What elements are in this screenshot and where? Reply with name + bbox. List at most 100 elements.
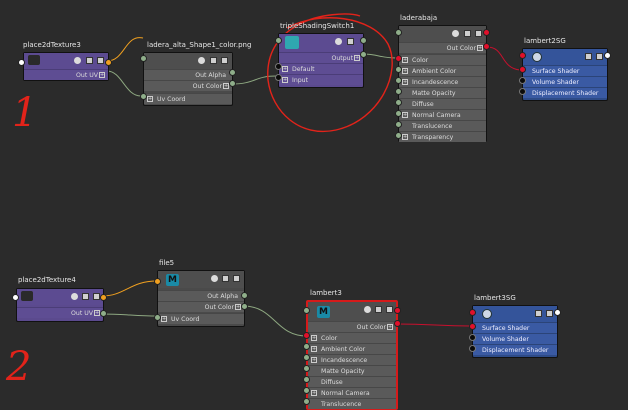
expand-attr-icon[interactable]: +	[402, 79, 408, 85]
attr-row-out-alpha[interactable]: Out Alpha	[144, 69, 232, 80]
attr-row-translucence[interactable]: Translucence	[399, 120, 486, 131]
attr-row-color[interactable]: +Color	[308, 332, 396, 343]
input-port-incandescence[interactable]	[395, 77, 402, 84]
input-port-default[interactable]	[275, 63, 282, 70]
output-port-out-color[interactable]	[394, 320, 401, 327]
expand-icon[interactable]	[596, 53, 603, 60]
expand-attr-icon[interactable]: +	[282, 77, 288, 83]
expand-attr-icon[interactable]: +	[223, 83, 229, 89]
swatch-toggle-icon[interactable]	[198, 57, 205, 64]
expand-icon[interactable]	[386, 306, 393, 313]
expand-attr-icon[interactable]: +	[311, 390, 317, 396]
attr-row-ambient-color[interactable]: +Ambient Color	[399, 65, 486, 76]
input-port-normal[interactable]	[395, 110, 402, 117]
output-port[interactable]	[105, 59, 112, 66]
output-port[interactable]	[394, 307, 401, 314]
node-body[interactable]: M Out Color + +Color +Ambient Color +Inc…	[306, 300, 398, 410]
node-body[interactable]: Output + + Default + Input	[278, 33, 364, 88]
input-port[interactable]	[395, 29, 402, 36]
attr-row-output[interactable]: Output +	[279, 52, 363, 63]
attr-row-surface-shader[interactable]: Surface Shader	[473, 322, 557, 333]
swatch-toggle-icon[interactable]	[335, 38, 342, 45]
attr-row-surface-shader[interactable]: Surface Shader	[523, 65, 607, 76]
attr-row-default[interactable]: + Default	[279, 63, 363, 74]
expand-icon[interactable]	[546, 310, 553, 317]
expand-icon[interactable]	[93, 293, 100, 300]
input-port[interactable]	[469, 309, 476, 316]
collapse-icon[interactable]	[375, 306, 382, 313]
expand-attr-icon[interactable]: +	[311, 335, 317, 341]
node-lambert3[interactable]: lambert3 M Out Color + +Color +Ambient C…	[303, 289, 401, 410]
input-port-normal[interactable]	[303, 387, 310, 394]
attr-row-translucence[interactable]: Translucence	[308, 398, 396, 409]
input-port-displacement[interactable]	[519, 88, 526, 95]
attr-row-out-color[interactable]: Out Color +	[308, 321, 396, 332]
output-port[interactable]	[100, 294, 107, 301]
output-port-alpha[interactable]	[241, 292, 248, 299]
input-port[interactable]	[303, 307, 310, 314]
input-port[interactable]	[18, 59, 25, 66]
attr-row-matte-opacity[interactable]: Matte Opacity	[308, 365, 396, 376]
attr-row-diffuse[interactable]: Diffuse	[308, 376, 396, 387]
expand-icon[interactable]	[233, 275, 240, 282]
node-body[interactable]: Surface Shader Volume Shader Displacemen…	[472, 305, 558, 358]
input-port-matte[interactable]	[303, 365, 310, 372]
input-port[interactable]	[154, 278, 161, 285]
node-file5[interactable]: file5 M Out Alpha Out Color + + Uv Coord	[154, 259, 248, 327]
input-port-volume[interactable]	[519, 77, 526, 84]
attr-row-displacement-shader[interactable]: Displacement Shader	[473, 344, 557, 355]
output-port[interactable]	[360, 37, 367, 44]
attr-row-color[interactable]: +Color	[399, 54, 486, 65]
swatch-toggle-icon[interactable]	[74, 57, 81, 64]
attr-row-matte-opacity[interactable]: Matte Opacity	[399, 87, 486, 98]
output-port-color[interactable]	[241, 303, 248, 310]
attr-row-transparency[interactable]: +Transparency	[399, 131, 486, 142]
attr-row-normal-camera[interactable]: +Normal Camera	[308, 387, 396, 398]
node-body[interactable]: M Out Alpha Out Color + + Uv Coord	[157, 270, 245, 327]
input-port[interactable]	[519, 52, 526, 59]
output-port-out-color[interactable]	[483, 43, 490, 50]
expand-attr-icon[interactable]: +	[99, 72, 105, 78]
attr-row-displacement-shader[interactable]: Displacement Shader	[523, 87, 607, 98]
expand-attr-icon[interactable]: +	[354, 55, 360, 61]
input-port[interactable]	[140, 55, 147, 62]
attr-row-uv-coord[interactable]: + Uv Coord	[144, 93, 232, 104]
collapse-icon[interactable]	[464, 30, 471, 37]
attr-row-volume-shader[interactable]: Volume Shader	[523, 76, 607, 87]
input-port-translucence[interactable]	[395, 121, 402, 128]
node-body[interactable]: Out Color + +Color +Ambient Color +Incan…	[398, 25, 487, 142]
attr-row-out-color[interactable]: Out Color +	[144, 80, 232, 91]
output-port[interactable]	[604, 52, 611, 59]
output-port[interactable]	[483, 29, 490, 36]
expand-icon[interactable]	[97, 57, 104, 64]
collapse-icon[interactable]	[82, 293, 89, 300]
expand-attr-icon[interactable]: +	[402, 112, 408, 118]
attr-row-input[interactable]: + Input	[279, 74, 363, 85]
input-port-volume[interactable]	[469, 334, 476, 341]
node-body[interactable]: Out Alpha Out Color + + Uv Coord	[143, 52, 233, 106]
input-port-input[interactable]	[275, 74, 282, 81]
input-port-surface[interactable]	[519, 66, 526, 73]
node-triple-shading-switch[interactable]: tripleShadingSwitch1 Output + + Default …	[275, 22, 367, 88]
input-port-matte[interactable]	[395, 88, 402, 95]
input-port-diffuse[interactable]	[303, 376, 310, 383]
node-body[interactable]: Surface Shader Volume Shader Displacemen…	[522, 48, 608, 101]
expand-attr-icon[interactable]: +	[282, 66, 288, 72]
collapse-icon[interactable]	[222, 275, 229, 282]
input-port-transparency[interactable]	[395, 132, 402, 139]
swatch-toggle-icon[interactable]	[452, 30, 459, 37]
node-file-ladera-alta[interactable]: ladera_alta_Shape1_color.png Out Alpha O…	[140, 41, 251, 106]
output-port-alpha[interactable]	[229, 69, 236, 76]
expand-icon[interactable]	[475, 30, 482, 37]
input-port-color[interactable]	[395, 55, 402, 62]
input-port[interactable]	[12, 294, 19, 301]
node-place2dtexture4[interactable]: place2dTexture4 Out UV +	[12, 276, 107, 322]
attr-row-ambient-color[interactable]: +Ambient Color	[308, 343, 396, 354]
input-port-displacement[interactable]	[469, 345, 476, 352]
swatch-toggle-icon[interactable]	[211, 275, 218, 282]
expand-icon[interactable]	[221, 57, 228, 64]
output-port-uv[interactable]	[100, 310, 107, 317]
collapse-icon[interactable]	[585, 53, 592, 60]
input-port-diffuse[interactable]	[395, 99, 402, 106]
input-port-uv[interactable]	[140, 93, 147, 100]
